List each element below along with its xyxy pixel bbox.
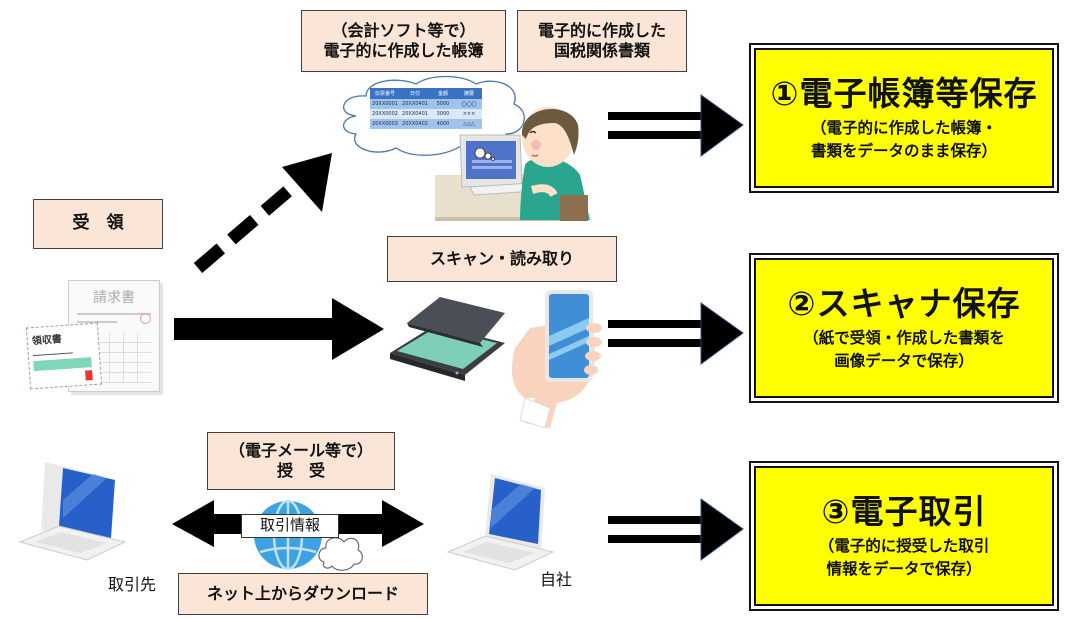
email-label: （電子メール等で） 授 受 — [207, 432, 395, 490]
ledger-cell: 20XX0002 — [372, 111, 398, 117]
category-subtitle-line: （紙で受領・作成した書類を — [803, 329, 1005, 348]
category-subtitle: （電子的に授受した取引 情報をデータで保存） — [819, 535, 990, 580]
scan-label: スキャン・読み取り — [387, 236, 617, 282]
download-cloud-icon — [318, 537, 363, 571]
big-right-arrow-icon — [174, 298, 384, 360]
double-arrow-icon-3 — [608, 498, 744, 561]
category-title: ②スキャナ保存 — [787, 283, 1021, 323]
category-subtitle: （電子的に作成した帳簿・ 書類をデータのまま保存） — [811, 117, 997, 162]
download-label-text: ネット上からダウンロード — [206, 584, 399, 603]
ledger-label-line2: 電子的に作成した帳簿 — [323, 41, 484, 60]
receipt-document: 領収書 — [25, 322, 103, 390]
ledger-cell: 〇〇〇 — [461, 101, 477, 108]
tax-docs-label: 電子的に作成した 国税関係書類 — [517, 10, 687, 72]
ledger-cell: 20XX0003 — [372, 121, 398, 127]
ledger-table: 伝票番号 日付 金額 摘要 20XX0001 20XX0401 5000 〇〇〇… — [370, 88, 482, 129]
ledger-table-row: 20XX0001 20XX0401 5000 〇〇〇 — [370, 99, 482, 109]
tax-docs-label-line2: 国税関係書類 — [553, 41, 650, 60]
receive-label-text: 受 領 — [72, 213, 124, 234]
category-title: ③電子取引 — [821, 491, 987, 531]
category-box-electronic-books: ①電子帳簿等保存 （電子的に作成した帳簿・ 書類をデータのまま保存） — [751, 45, 1057, 191]
self-laptop-icon — [446, 474, 555, 571]
transaction-info-label: 取引情報 — [241, 514, 339, 538]
self-label: 自社 — [540, 570, 573, 589]
ledger-header-cell: 日付 — [409, 91, 420, 97]
ledger-table-header: 伝票番号 日付 金額 摘要 — [370, 88, 482, 99]
tax-docs-label-line1: 電子的に作成した — [537, 21, 666, 40]
ledger-cell: 20XX0402 — [402, 121, 428, 127]
ledger-header-cell: 伝票番号 — [374, 91, 395, 97]
person-at-computer-icon — [435, 107, 590, 221]
category-box-electronic-transactions: ③電子取引 （電子的に授受した取引 情報をデータで保存） — [751, 463, 1057, 609]
double-arrow-icon-2 — [608, 302, 744, 365]
email-label-line1: （電子メール等で） — [228, 441, 373, 460]
partner-label: 取引先 — [108, 575, 157, 594]
ledger-cell: 4000 — [436, 121, 450, 127]
category-subtitle-line: 情報をデータで保存） — [826, 559, 982, 578]
ledger-cell: 3000 — [436, 111, 450, 117]
ledger-label: （会計ソフト等で） 電子的に作成した帳簿 — [301, 10, 506, 72]
seal-icon — [85, 370, 93, 381]
ledger-header-cell: 金額 — [437, 91, 448, 97]
double-arrow-icon-1 — [608, 94, 744, 157]
ledger-cell: 5000 — [436, 101, 450, 107]
category-subtitle-line: 画像データで保存） — [834, 351, 974, 370]
ledger-cell: ××× — [462, 111, 476, 117]
category-title: ①電子帳簿等保存 — [770, 73, 1038, 113]
smartphone-in-hand-icon — [512, 290, 602, 429]
download-label: ネット上からダウンロード — [178, 573, 428, 615]
dashed-arrow-icon — [193, 153, 332, 273]
ledger-header-cell: 摘要 — [463, 91, 474, 97]
ledger-cell: 20XX0001 — [372, 101, 398, 107]
ledger-cell: 20XX0401 — [402, 101, 428, 107]
ledger-cell: △△△ — [463, 121, 475, 127]
ledger-table-row: 20XX0002 20XX0401 3000 ××× — [370, 109, 482, 119]
category-subtitle-line: （電子的に授受した取引 — [818, 537, 990, 556]
category-subtitle: （紙で受領・作成した書類を 画像データで保存） — [803, 327, 1005, 372]
category-subtitle-line: 書類をデータのまま保存） — [810, 141, 997, 160]
ledger-label-line1: （会計ソフト等で） — [331, 21, 476, 40]
partner-laptop-icon — [18, 462, 127, 561]
scanner-icon — [390, 297, 505, 381]
category-box-scanner: ②スキャナ保存 （紙で受領・作成した書類を 画像データで保存） — [751, 255, 1057, 401]
email-label-line2: 授 受 — [276, 461, 325, 480]
receive-label: 受 領 — [33, 199, 163, 249]
ledger-cell: 20XX0401 — [402, 111, 428, 117]
scan-label-text: スキャン・読み取り — [429, 249, 574, 268]
ledger-table-row: 20XX0003 20XX0402 4000 △△△ — [370, 119, 482, 129]
category-subtitle-line: （電子的に作成した帳簿・ — [810, 119, 997, 138]
stamp-icon — [140, 313, 151, 324]
invoice-title: 請求書 — [93, 290, 135, 306]
